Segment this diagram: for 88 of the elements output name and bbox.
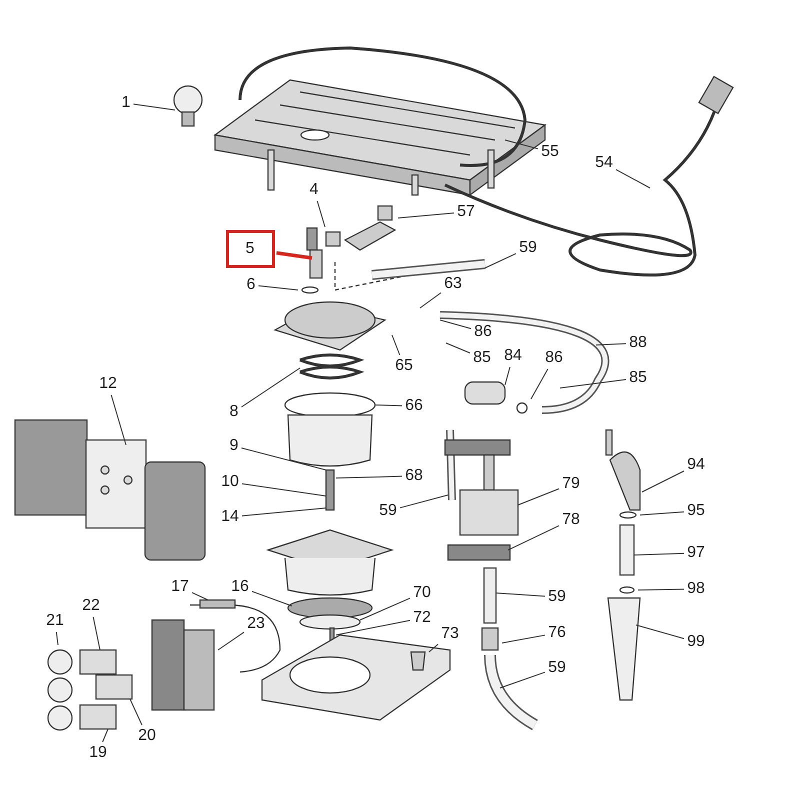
callout-number: 54: [594, 154, 614, 172]
callout-number: 21: [45, 612, 65, 630]
leader-line: [530, 368, 548, 400]
callout-number: 23: [246, 615, 266, 633]
callout-number: 86: [544, 349, 564, 367]
callout-number: 68: [404, 467, 424, 485]
callout-number: 73: [440, 625, 460, 643]
callout-number: 94: [686, 456, 706, 474]
leader-line: [616, 169, 650, 188]
highlight-box: 5: [226, 230, 274, 268]
leader-line: [316, 200, 326, 228]
leader-line: [640, 511, 684, 516]
callout-number: 59: [518, 239, 538, 257]
callout-number: 85: [472, 349, 492, 367]
leader-line: [636, 624, 684, 640]
leader-line: [252, 590, 292, 606]
callout-number: 16: [230, 578, 250, 596]
leader-line: [258, 285, 298, 290]
callout-number: 8: [228, 403, 240, 421]
leader-line: [218, 632, 244, 650]
callout-number: 6: [246, 276, 256, 294]
callout-number: 70: [412, 584, 432, 602]
callout-number: 76: [547, 624, 567, 642]
callout-number: 19: [88, 744, 108, 762]
leader-line: [484, 253, 516, 268]
callout-number: 9: [228, 437, 240, 455]
leader-line: [133, 104, 176, 110]
leader-line: [392, 334, 400, 356]
leader-line: [276, 251, 312, 260]
leader-line: [56, 632, 58, 646]
leader-line: [500, 672, 546, 688]
callout-number: 59: [547, 659, 567, 677]
leader-line: [92, 616, 100, 650]
callout-number: 79: [561, 475, 581, 493]
leader-line: [502, 634, 546, 644]
leader-line: [496, 592, 546, 597]
callout-number: 12: [98, 375, 118, 393]
callout-number: 14: [220, 508, 240, 526]
leader-line: [518, 488, 560, 506]
callout-number: 57: [456, 203, 476, 221]
callout-number: 78: [561, 511, 581, 529]
callout-number: 99: [686, 633, 706, 651]
callout-number: 22: [81, 597, 101, 615]
leader-line: [102, 728, 108, 742]
leader-line: [336, 620, 410, 636]
leader-line: [130, 698, 142, 726]
leader-line: [508, 525, 560, 550]
leader-line: [596, 343, 626, 346]
leader-line: [192, 592, 208, 600]
callout-number: 63: [443, 275, 463, 293]
callout-number: 59: [378, 502, 398, 520]
callout-number: 17: [170, 578, 190, 596]
callout-number: 1: [120, 94, 132, 112]
leader-line: [336, 476, 402, 478]
leader-line: [241, 447, 326, 470]
callout-number: 66: [404, 397, 424, 415]
callout-number: 20: [137, 727, 157, 745]
leader-line: [110, 394, 126, 446]
leader-line: [446, 342, 470, 354]
leader-line: [504, 366, 510, 386]
callout-number: 10: [220, 473, 240, 491]
callout-number: 95: [686, 502, 706, 520]
callout-number: 59: [547, 588, 567, 606]
callout-number: 97: [686, 544, 706, 562]
leader-line: [242, 483, 326, 496]
leader-line: [374, 404, 402, 406]
leader-line: [360, 598, 410, 620]
callout-number: 55: [540, 143, 560, 161]
leader-line: [638, 588, 684, 590]
leader-line: [420, 292, 442, 308]
leader-line: [241, 368, 300, 408]
leader-line: [560, 379, 626, 388]
callout-number: 98: [686, 580, 706, 598]
callout-number: 65: [394, 357, 414, 375]
callout-number: 85: [628, 369, 648, 387]
callout-number: 84: [503, 347, 523, 365]
leader-line: [242, 508, 326, 516]
leader-line: [440, 320, 472, 330]
callout-number: 4: [308, 181, 320, 199]
callout-number: 88: [628, 334, 648, 352]
leader-line: [634, 552, 684, 556]
leader-line: [398, 212, 454, 218]
callout-number: 86: [473, 323, 493, 341]
callout-number: 72: [412, 609, 432, 627]
leader-line: [504, 140, 538, 150]
leader-line: [400, 494, 448, 508]
leader-line: [428, 644, 438, 652]
leader-line: [642, 470, 684, 492]
